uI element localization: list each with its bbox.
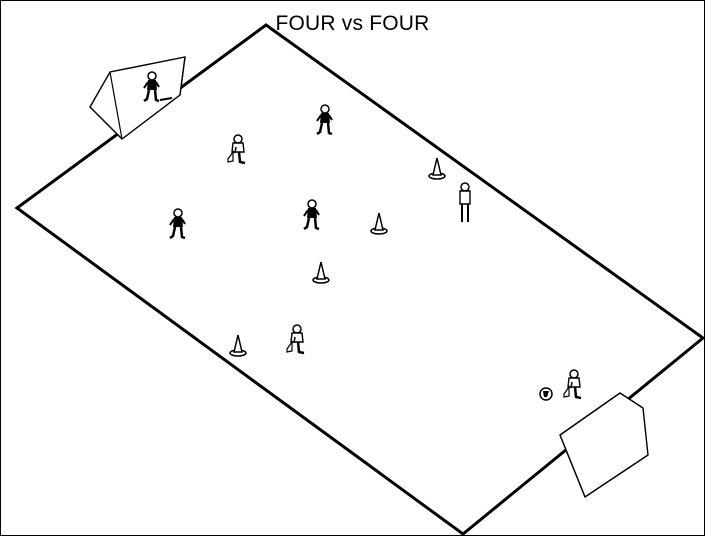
ball-icon	[540, 388, 552, 400]
